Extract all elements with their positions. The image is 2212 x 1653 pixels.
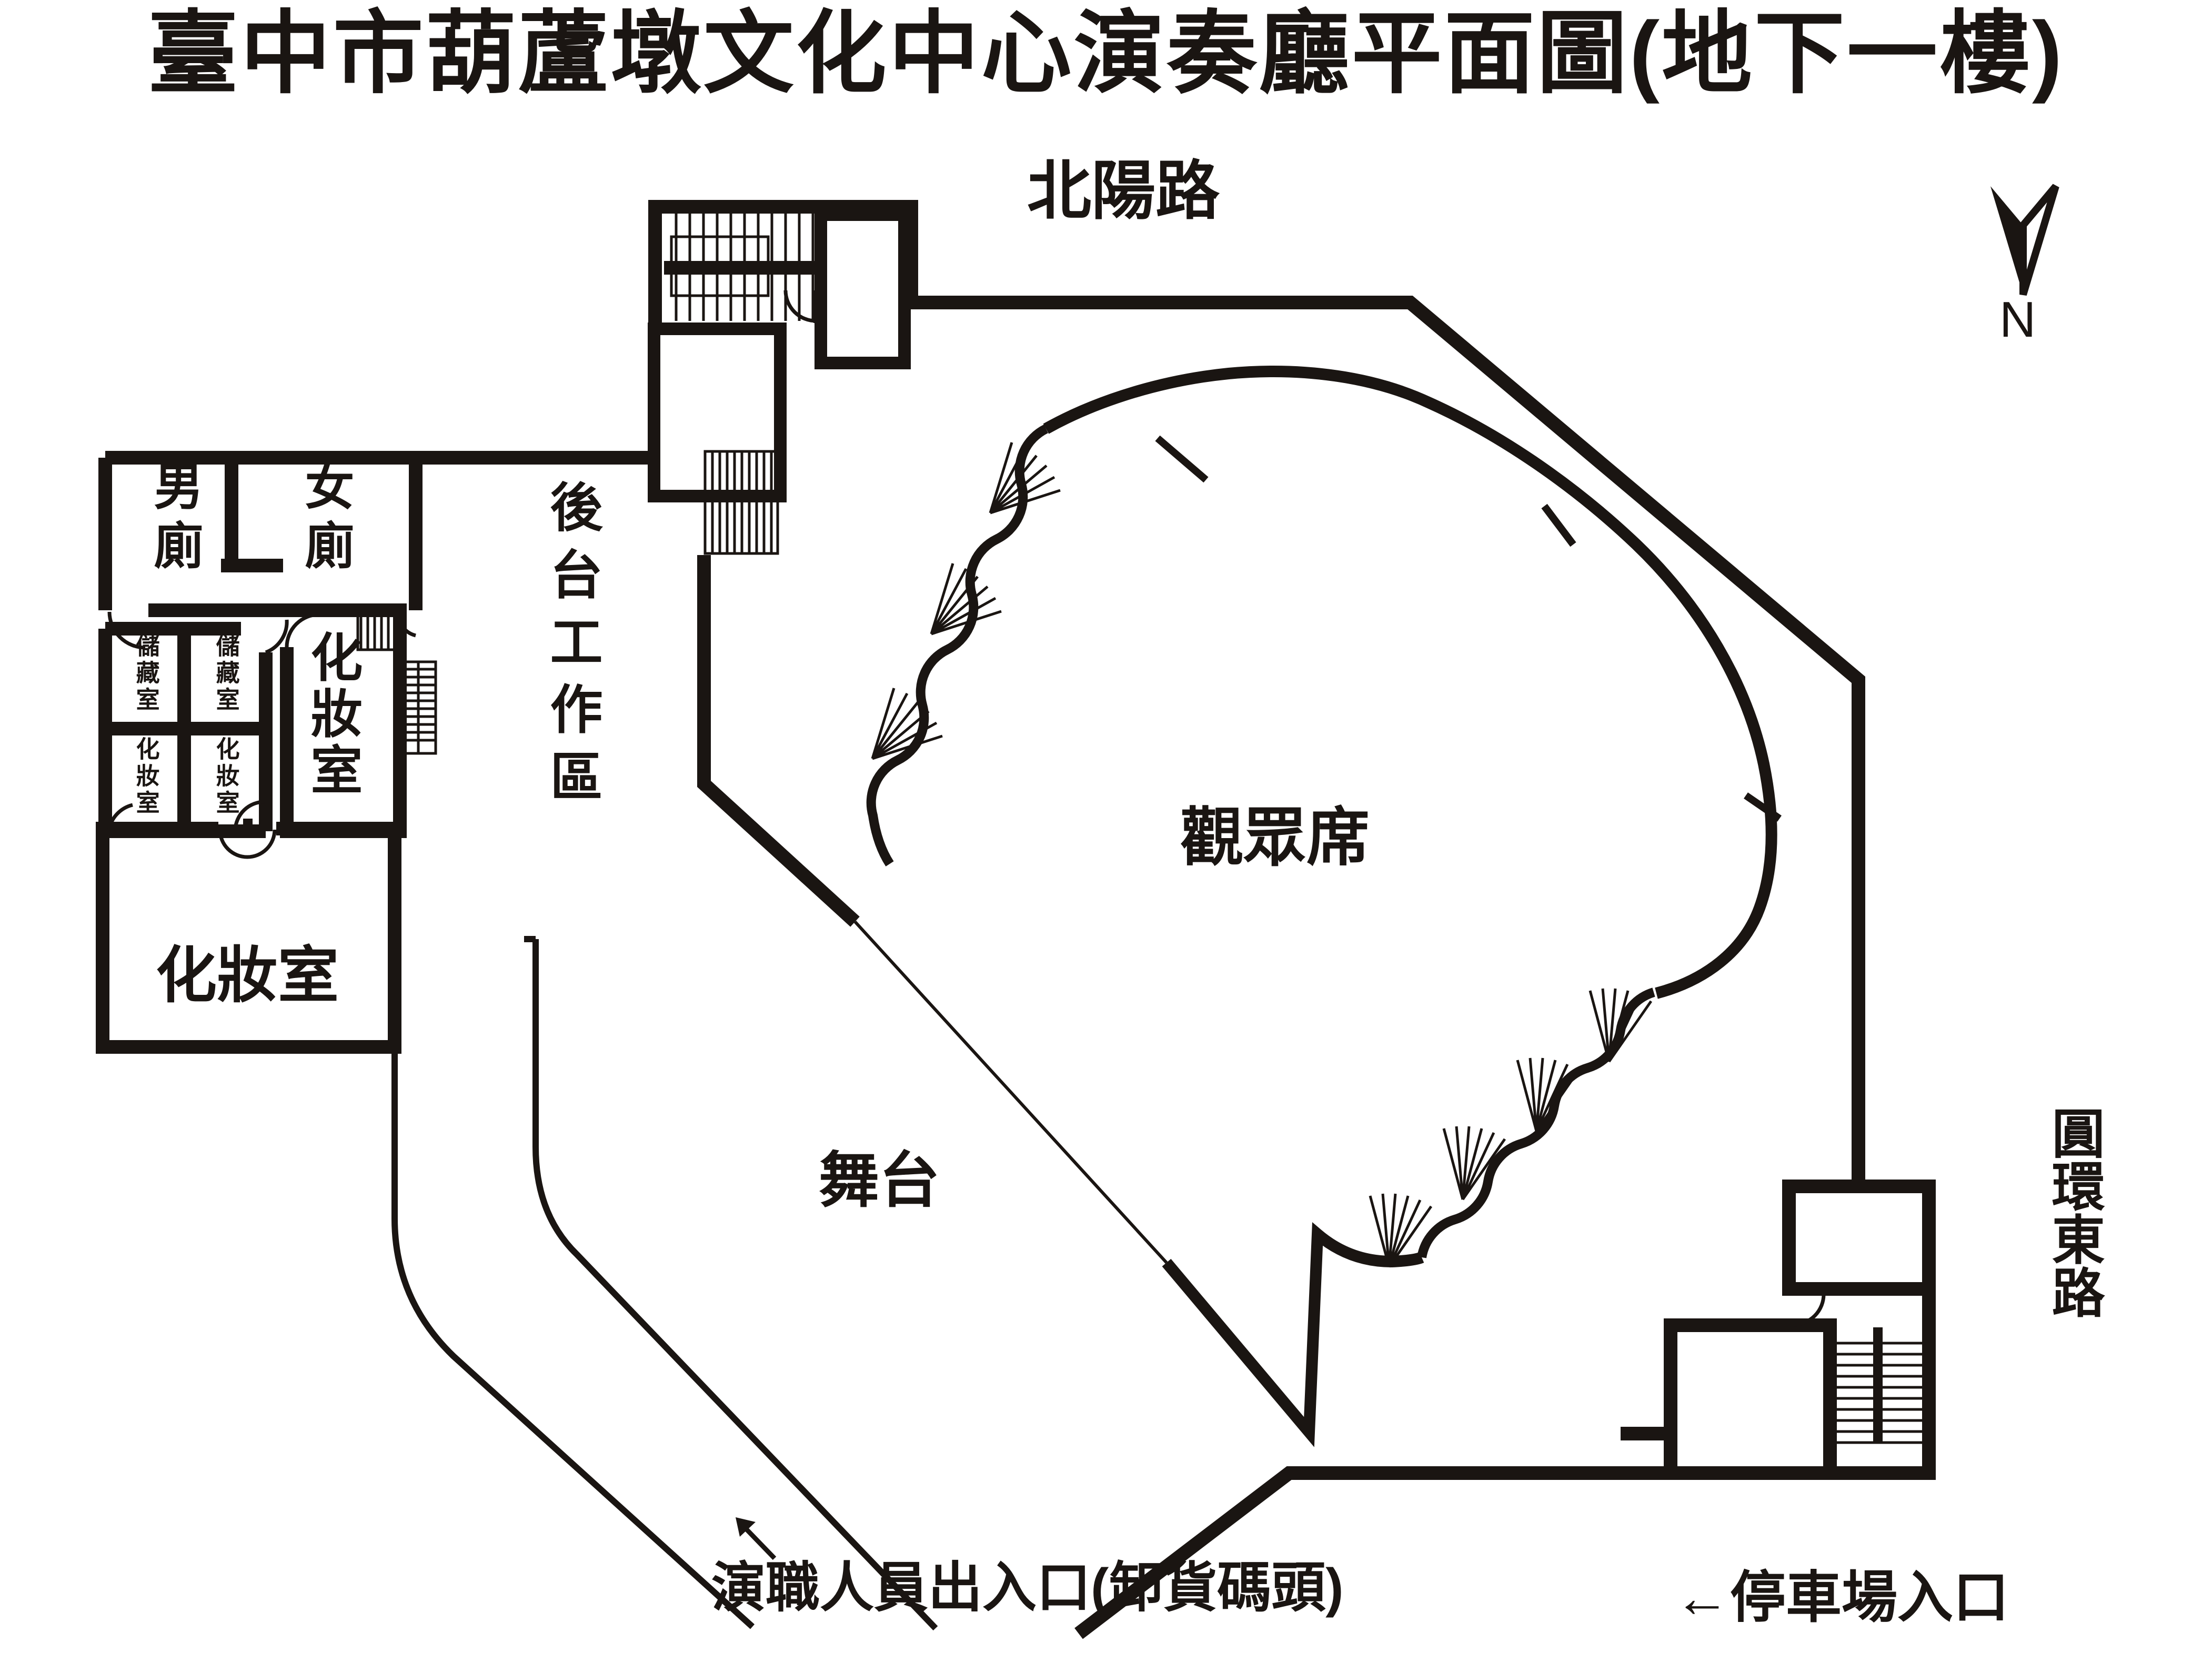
- room-label-mens-toilet: 男廁: [147, 461, 203, 579]
- audience-back-wall: [1043, 366, 1782, 999]
- road-label-north: 北陽路: [1027, 155, 1220, 227]
- room-label-storage-left: 儲藏室: [132, 633, 159, 714]
- room-label-dressing-small-left: 化妝室: [132, 737, 159, 817]
- annotation-parking-entrance: ←停車場入口: [1674, 1567, 2009, 1629]
- room-label-dressing-small-right: 化妝室: [212, 737, 239, 817]
- staircase-treads: [356, 210, 1926, 1454]
- staff-exit-arrow-icon: [736, 1517, 777, 1560]
- room-label-womens-toilet: 女廁: [298, 461, 354, 579]
- north-arrow-icon: [1990, 184, 2059, 296]
- building-walls: [96, 200, 1936, 1639]
- room-label-storage-right: 儲藏室: [212, 633, 239, 714]
- loading-driveway: [391, 936, 938, 1631]
- area-label-backstage: 後台工作區: [542, 480, 601, 817]
- door-arcs: [107, 290, 1826, 1327]
- road-label-east: 圓環東路: [2044, 1106, 2104, 1318]
- compass-n-label: N: [1999, 291, 2036, 348]
- area-label-stage: 舞台: [819, 1147, 940, 1214]
- aisle-stair-scallops: [866, 424, 1655, 1268]
- room-label-dressing-large: 化妝室: [156, 941, 339, 1010]
- annotation-staff-entrance: 演職人員出入口(卸貨碼頭): [711, 1557, 1344, 1618]
- area-label-audience: 觀眾席: [1180, 802, 1370, 873]
- stage-walls: [853, 920, 1424, 1447]
- stage-front-line: [853, 920, 1168, 1264]
- room-label-dressing-tall: 化妝室: [303, 630, 361, 799]
- page-title: 臺中市葫蘆墩文化中心演奏廳平面圖(地下一樓): [147, 3, 2065, 104]
